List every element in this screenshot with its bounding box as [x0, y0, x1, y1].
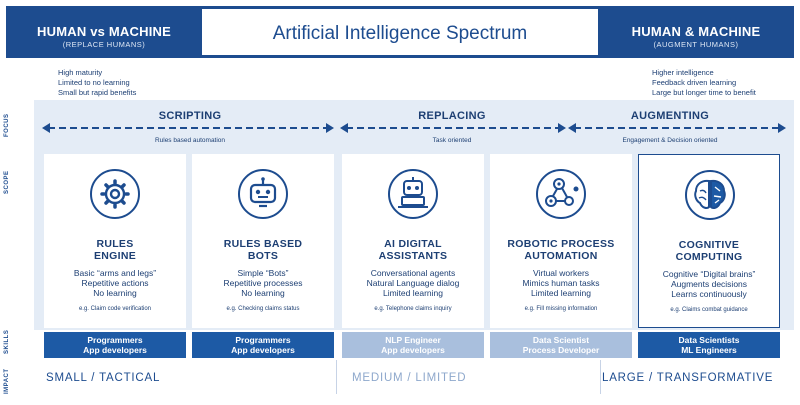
card-title: RULES ENGINE	[44, 238, 186, 262]
card-description: Conversational agents Natural Language d…	[342, 268, 484, 298]
card-desc-line: Augments decisions	[670, 279, 748, 289]
card-desc-line: Cognitive “Digital brains”	[662, 269, 756, 279]
card-desc-line: No learning	[93, 288, 137, 298]
card-desc-line: Basic “arms and legs”	[73, 268, 157, 278]
impact-medium: MEDIUM / LIMITED	[352, 372, 467, 384]
skill-line: App developers	[231, 345, 295, 355]
skills-box: Programmers App developers	[44, 332, 186, 358]
focus-band	[34, 100, 794, 150]
card-description: Virtual workers Mimics human tasks Limit…	[490, 268, 632, 298]
skill-line: NLP Engineer	[385, 335, 441, 345]
header-left-subtitle: (REPLACE HUMANS)	[62, 40, 146, 49]
card-example: e.g. Claims combat guidance	[670, 307, 748, 313]
skill-line: App developers	[83, 345, 147, 355]
gear-icon	[90, 169, 140, 219]
header-right-title: HUMAN & MACHINE	[631, 24, 761, 39]
bot-icon	[238, 169, 288, 219]
card-desc-line: No learning	[241, 288, 285, 298]
header-right-block: HUMAN & MACHINE (AUGMENT HUMANS)	[598, 6, 794, 58]
benefit-item: Small but rapid benefits	[58, 88, 137, 97]
card-desc-line: Limited learning	[382, 288, 443, 298]
phase-augmenting: AUGMENTING	[630, 110, 710, 122]
header-band: HUMAN vs MACHINE (REPLACE HUMANS) Artifi…	[0, 0, 800, 62]
impact-small: SMALL / TACTICAL	[46, 372, 161, 384]
skill-line: Data Scientists	[678, 335, 740, 345]
skills-box: Data Scientists ML Engineers	[638, 332, 780, 358]
focus-arrows	[42, 123, 786, 133]
card-example: e.g. Claim code verification	[78, 306, 152, 312]
card-description: Cognitive “Digital brains” Augments deci…	[639, 269, 779, 299]
card-cognitive-computing: COGNITIVE COMPUTING Cognitive “Digital b…	[638, 154, 780, 328]
card-desc-line: Repetitive processes	[223, 278, 303, 288]
card-title-line: ASSISTANTS	[378, 250, 448, 262]
card-rules-engine: RULES ENGINE Basic “arms and legs” Repet…	[44, 154, 186, 328]
header-left-title: HUMAN vs MACHINE	[37, 24, 171, 39]
card-desc-line: Mimics human tasks	[522, 278, 600, 288]
card-desc-line: Repetitive actions	[81, 278, 149, 288]
benefit-item: Feedback driven learning	[652, 78, 737, 87]
side-label-impact: IMPACT	[4, 368, 10, 394]
impact-divider	[336, 360, 337, 394]
phase-scripting-subtitle: Rules based automation	[154, 137, 226, 144]
card-example: e.g. Checking claims status	[226, 306, 300, 312]
skills-box: Data Scientist Process Developer	[490, 332, 632, 358]
header-right-subtitle: (AUGMENT HUMANS)	[653, 40, 739, 49]
skill-line: Data Scientist	[532, 335, 590, 345]
skills-box: Programmers App developers	[192, 332, 334, 358]
card-rules-based-bots: RULES BASED BOTS Simple “Bots” Repetitiv…	[192, 154, 334, 328]
skill-line: Programmers	[235, 335, 291, 345]
card-title-line: ENGINE	[93, 250, 137, 262]
benefits-left: High maturity Limited to no learning Sma…	[58, 68, 136, 98]
card-title-line: COMPUTING	[675, 251, 743, 263]
benefits-right: Higher intelligence Feedback driven lear…	[652, 68, 756, 98]
skill-line: Process Developer	[522, 345, 600, 355]
impact-divider	[600, 360, 601, 394]
card-title-line: COGNITIVE	[678, 239, 740, 251]
side-label-scope: SCOPE	[4, 170, 10, 194]
card-description: Simple “Bots” Repetitive processes No le…	[192, 268, 334, 298]
card-desc-line: Simple “Bots”	[237, 268, 289, 278]
card-title-line: RULES	[96, 238, 134, 250]
card-title: AI DIGITAL ASSISTANTS	[342, 238, 484, 262]
benefit-item: Limited to no learning	[58, 78, 130, 87]
card-description: Basic “arms and legs” Repetitive actions…	[44, 268, 186, 298]
impact-large: LARGE / TRANSFORMATIVE	[602, 372, 774, 384]
card-desc-line: Virtual workers	[532, 268, 590, 278]
card-ai-digital-assistants: AI DIGITAL ASSISTANTS Conversational age…	[342, 154, 484, 328]
card-title: RULES BASED BOTS	[192, 238, 334, 262]
card-desc-line: Learns continuously	[671, 289, 747, 299]
brain-icon	[685, 170, 735, 220]
card-example: e.g. Fill missing information	[524, 306, 598, 312]
phase-replacing-subtitle: Task oriented	[432, 137, 472, 144]
robot-laptop-icon	[388, 169, 438, 219]
card-example: e.g. Telephone claims inquiry	[374, 306, 452, 312]
side-label-skills: SKILLS	[4, 329, 10, 354]
card-title-line: AUTOMATION	[524, 250, 598, 262]
side-label-focus: FOCUS	[4, 113, 10, 138]
card-desc-line: Conversational agents	[370, 268, 456, 278]
benefit-item: Higher intelligence	[652, 68, 714, 77]
header-center-block: Artificial Intelligence Spectrum	[202, 6, 598, 58]
card-desc-line: Limited learning	[530, 288, 591, 298]
skills-box: NLP Engineer App developers	[342, 332, 484, 358]
page-title: Artificial Intelligence Spectrum	[272, 23, 528, 44]
benefit-item: Large but longer time to benefit	[652, 88, 756, 97]
skill-line: ML Engineers	[681, 345, 737, 355]
phase-augmenting-subtitle: Engagement & Decision oriented	[622, 137, 718, 144]
card-desc-line: Natural Language dialog	[366, 278, 460, 288]
skill-line: Programmers	[87, 335, 143, 345]
card-title-line: AI DIGITAL	[384, 238, 442, 250]
phase-replacing: REPLACING	[418, 110, 486, 122]
phase-scripting: SCRIPTING	[158, 110, 222, 122]
card-title: COGNITIVE COMPUTING	[639, 239, 779, 263]
gears-network-icon	[536, 169, 586, 219]
header-left-block: HUMAN vs MACHINE (REPLACE HUMANS)	[6, 6, 202, 58]
skill-line: App developers	[381, 345, 445, 355]
card-title: ROBOTIC PROCESS AUTOMATION	[490, 238, 632, 262]
card-title-line: ROBOTIC PROCESS	[507, 238, 615, 250]
card-title-line: RULES BASED	[223, 238, 303, 250]
benefit-item: High maturity	[58, 68, 103, 77]
card-title-line: BOTS	[247, 250, 279, 262]
card-robotic-process-automation: ROBOTIC PROCESS AUTOMATION Virtual worke…	[490, 154, 632, 328]
